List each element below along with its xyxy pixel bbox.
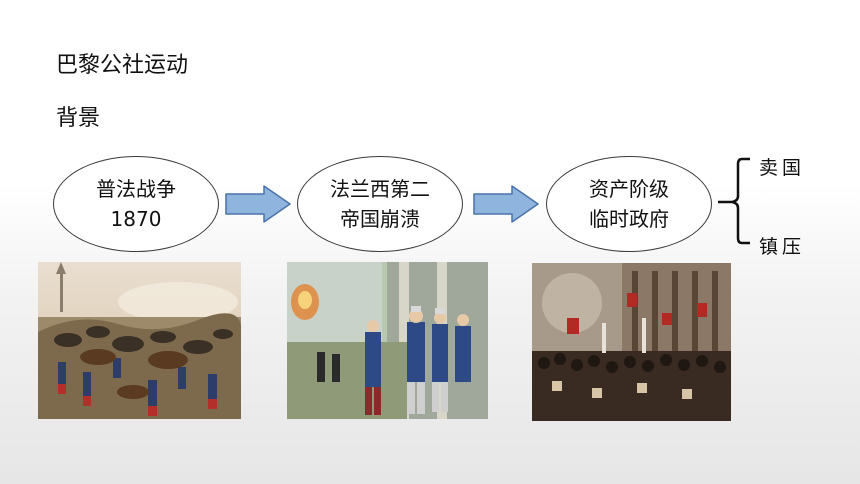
emperor-surrender-painting-icon (287, 262, 488, 419)
flow-node-line: 法兰西第二 (330, 177, 430, 201)
branch-label-suppress: 镇压 (759, 236, 806, 258)
flow-node-line: 临时政府 (589, 207, 669, 231)
flow-node-line: 1870 (110, 207, 162, 231)
flow-node-provisional-government: 资产阶级 临时政府 (546, 156, 712, 252)
revolution-crowd-painting-icon (532, 263, 731, 421)
battle-painting-icon (38, 262, 241, 419)
right-arrow-icon (225, 185, 291, 223)
flow-node-franco-prussian-war: 普法战争 1870 (53, 156, 219, 252)
flow-node-line: 普法战争 (96, 177, 176, 201)
flow-node-line: 资产阶级 (589, 177, 669, 201)
brace-icon (718, 157, 750, 245)
flow-node-line: 帝国崩溃 (340, 207, 420, 231)
right-arrow-icon (473, 185, 539, 223)
slide-title: 巴黎公社运动 (56, 53, 189, 78)
section-heading: 背景 (56, 106, 101, 131)
flow-node-second-empire-collapse: 法兰西第二 帝国崩溃 (297, 156, 463, 252)
branch-label-betray: 卖国 (759, 157, 806, 179)
